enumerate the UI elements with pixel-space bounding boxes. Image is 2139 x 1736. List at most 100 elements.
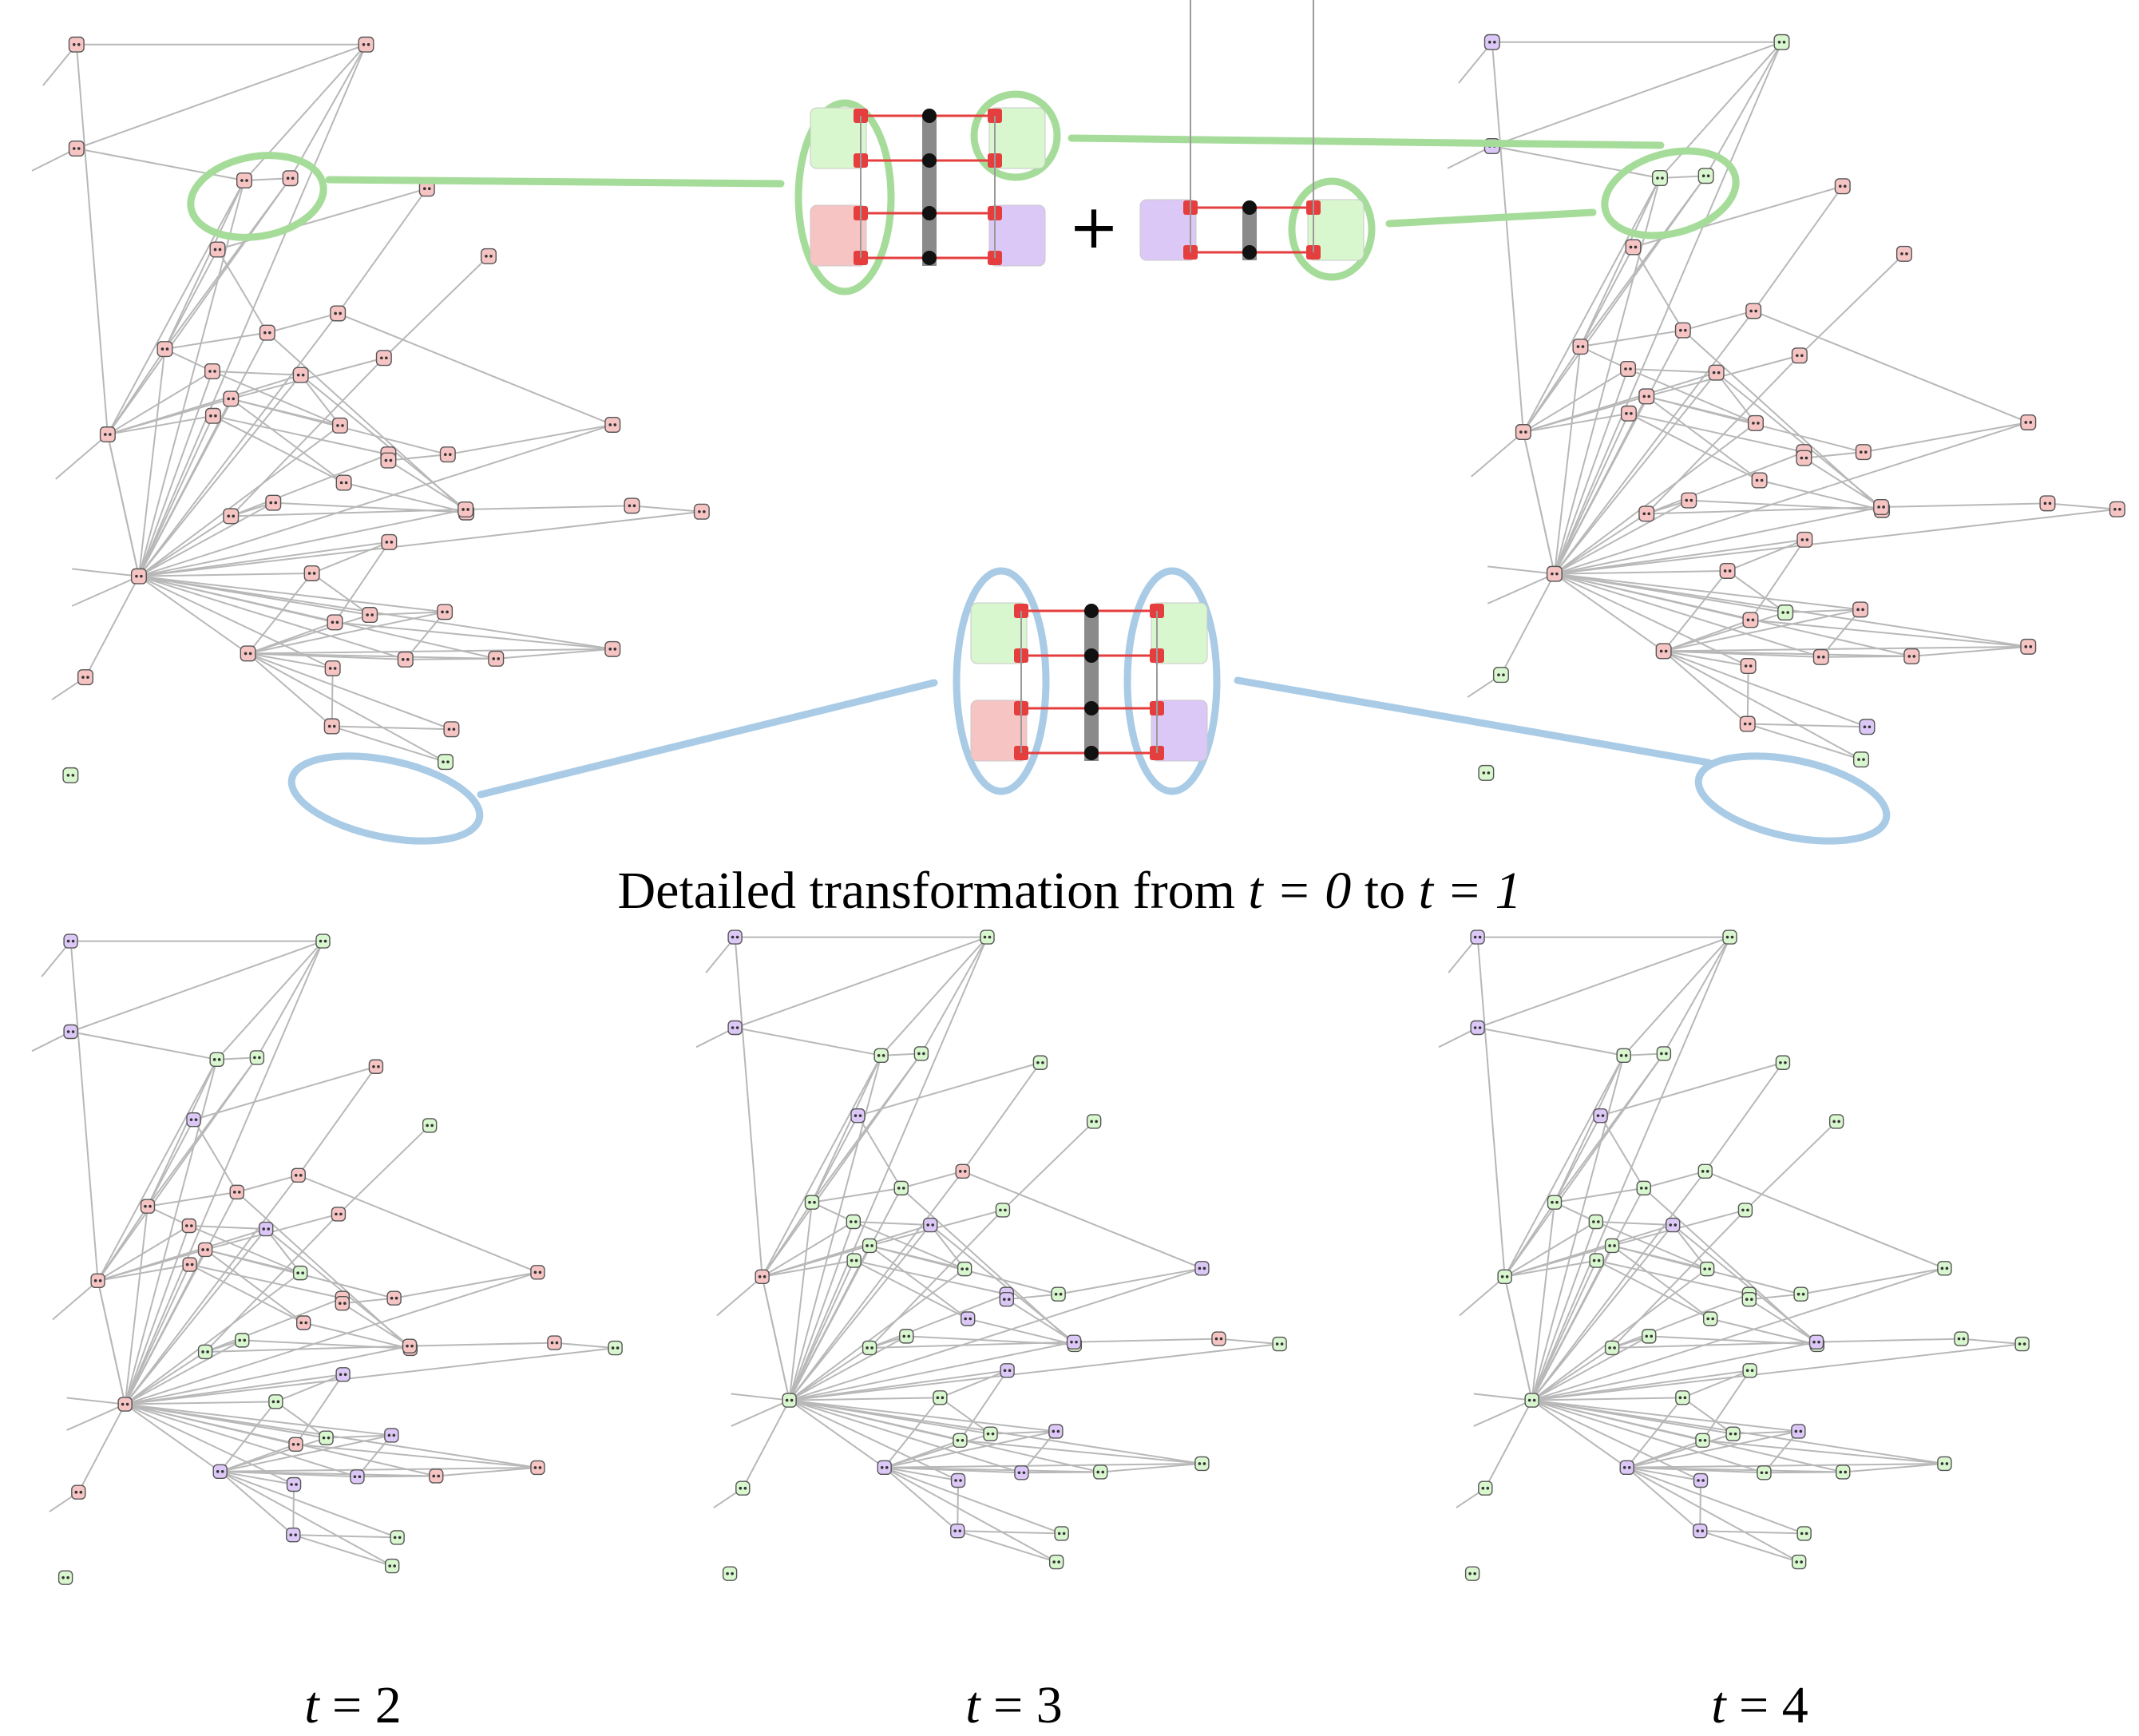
graph-node — [350, 1469, 365, 1484]
graph-edge — [1596, 1259, 1750, 1295]
graph-node — [197, 1344, 213, 1360]
graph-edge — [1753, 310, 2029, 423]
graph-edge — [960, 1439, 1202, 1465]
graph-node — [999, 1291, 1015, 1307]
graph-node — [1619, 1460, 1634, 1476]
graph-edge — [1531, 1399, 1799, 1433]
graph-edge — [388, 454, 448, 462]
graph-edge — [125, 1403, 327, 1439]
graph-node — [380, 452, 397, 469]
graph-edge — [1863, 421, 2029, 454]
graph-edge — [788, 1171, 964, 1401]
graph-node — [1625, 239, 1642, 256]
graph-edge — [1700, 1530, 1804, 1535]
graph-edge — [1663, 619, 1751, 652]
graph-edge — [69, 941, 99, 1281]
graph-edge — [447, 423, 613, 456]
graph-node — [1747, 414, 1764, 431]
graph-edge — [1626, 1430, 1799, 1468]
caption-mid: to — [1351, 862, 1419, 920]
graph-edge — [164, 331, 267, 351]
graph-node — [1873, 498, 1890, 515]
graph-edge — [1554, 413, 1630, 575]
graph-node — [130, 568, 147, 585]
graph-node — [303, 565, 320, 581]
bus-node — [1242, 200, 1257, 215]
graph-node — [722, 1566, 738, 1581]
graph-node — [1675, 1390, 1690, 1405]
graph-edge — [97, 1225, 190, 1282]
graph-node — [386, 1290, 402, 1306]
graph-edge — [189, 1263, 343, 1299]
graph-node — [608, 1340, 623, 1356]
graph-edge — [1745, 1120, 1837, 1211]
graph-edge — [789, 1335, 907, 1401]
graph-edge — [789, 1343, 1280, 1401]
graph-edge — [219, 1401, 277, 1472]
bus-node — [922, 109, 937, 123]
graph-edge — [248, 652, 333, 669]
graph-edge — [125, 1345, 410, 1405]
graph-edge — [1531, 1399, 1628, 1468]
graph-edge — [1646, 355, 1800, 515]
graph-node — [381, 533, 398, 550]
graph-edge — [1663, 650, 1912, 657]
graph-node — [330, 305, 347, 322]
graph-edge — [1522, 177, 1661, 433]
graph-edge — [267, 331, 467, 513]
graph-edge — [1626, 1466, 1804, 1535]
graph-edge — [1627, 368, 1757, 424]
graph-edge — [789, 1399, 1022, 1474]
bottom-ladder — [970, 602, 1208, 762]
graph-edge — [1699, 1480, 1702, 1532]
graph-edge — [959, 1369, 1008, 1441]
graph-node — [1681, 492, 1697, 509]
graph-edge — [1704, 1062, 1784, 1172]
graph-node — [846, 1214, 862, 1230]
graph-edge — [1626, 1467, 1701, 1532]
graph-edge — [1487, 573, 1555, 604]
graph-node — [331, 417, 348, 434]
graph-edge — [1611, 1245, 1711, 1320]
graph-node — [1014, 1465, 1029, 1480]
graph-node — [181, 1218, 197, 1234]
module-block — [1151, 602, 1208, 664]
graph-edge — [465, 505, 632, 510]
graph-node — [1773, 34, 1790, 50]
graph-edge — [1682, 329, 1883, 511]
graph-edge — [193, 1065, 377, 1121]
caption-t0: t = 0 — [1248, 862, 1352, 920]
graph-edge — [248, 611, 446, 655]
graph-edge — [147, 1119, 195, 1207]
graph-node — [983, 1426, 998, 1441]
graph-edge — [125, 1403, 296, 1445]
graph-edge — [1491, 42, 1524, 433]
graph-edge — [189, 1263, 304, 1324]
graph-node — [480, 248, 497, 264]
graph-edge — [990, 1430, 1056, 1435]
graph-edge — [76, 43, 366, 149]
graph-edge — [124, 1206, 149, 1405]
graph-edge — [204, 1213, 339, 1353]
green-inset-ring-left — [794, 99, 895, 295]
blue-highlight-t1 — [1694, 752, 1891, 845]
bus-node — [922, 153, 937, 168]
graph-node — [1492, 667, 1509, 684]
graph-edge — [1531, 1187, 1645, 1401]
caption-t1: t = 1 — [1418, 862, 1522, 920]
graph-edge — [1554, 42, 1783, 575]
node-layer — [1464, 929, 2030, 1581]
graph-edge — [1646, 395, 1761, 482]
graph-edge — [125, 1347, 616, 1405]
graph-node — [335, 1367, 351, 1382]
graph-edge — [858, 1061, 1041, 1117]
graph-edge — [1477, 1027, 1624, 1056]
graph-edge — [1531, 937, 1731, 1401]
graph-node — [1638, 388, 1655, 405]
graph-edge — [66, 1403, 126, 1431]
graph-edge — [1628, 412, 1761, 482]
graph-node — [923, 1217, 938, 1233]
graph-edge — [1663, 608, 1861, 652]
graph-edge — [1531, 1268, 1708, 1401]
graph-node — [1656, 1046, 1672, 1061]
